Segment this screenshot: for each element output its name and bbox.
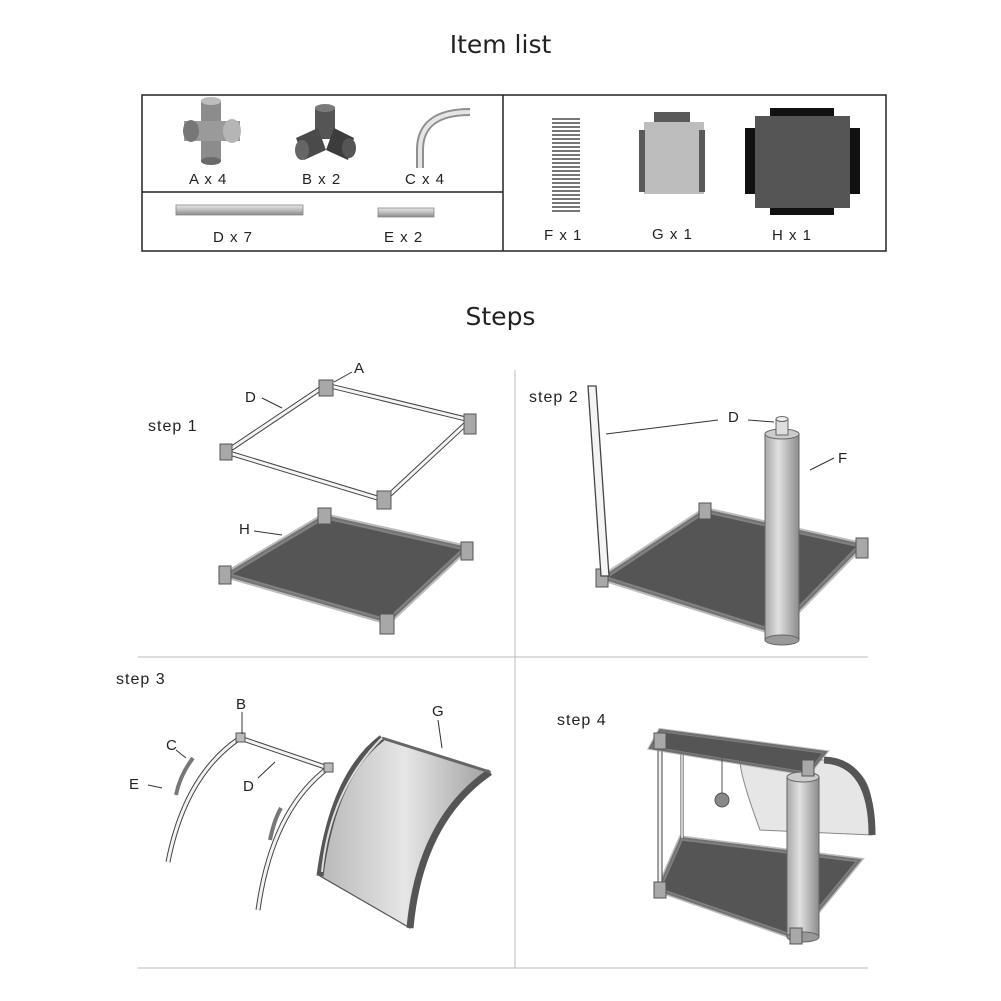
step-3-label: step 3 [116,671,166,688]
sisal-stripe [552,154,580,156]
step-3-illustration [165,732,492,929]
step-dividers [138,370,868,969]
tunnel-fabric-g-icon [639,112,705,194]
step-1-label: step 1 [148,418,198,435]
step-4-label: step 4 [557,712,607,729]
connector-b-icon [295,104,356,160]
scratching-post-f-icon [552,117,580,212]
sisal-stripe [552,158,580,160]
step-2-callout-f: F [838,450,848,467]
sisal-stripe [552,202,580,204]
item-label-a: A x 4 [189,171,228,188]
sisal-stripe [552,206,580,208]
step-1-leaders [253,371,353,536]
sisal-stripe [552,150,580,152]
item-label-g: G x 1 [652,226,693,243]
sisal-stripe [552,174,580,176]
step-2-callout-d: D [728,409,739,426]
item-label-h: H x 1 [772,227,813,244]
sisal-stripe [552,170,580,172]
sisal-stripe [552,126,580,128]
sisal-stripe [552,182,580,184]
step-1-illustration [217,379,477,635]
sisal-stripe [552,138,580,140]
step-3-callout-g: G [432,703,444,720]
step-1-callout-h: H [239,521,250,538]
sisal-stripe [552,210,580,212]
item-label-b: B x 2 [302,171,342,188]
sisal-stripe [552,142,580,144]
step-3-callout-c: C [166,737,177,754]
sisal-stripe [552,198,580,200]
item-label-c: C x 4 [405,171,446,188]
step-1-callout-d: D [245,389,256,406]
steps-heading: Steps [465,302,536,331]
step-3-callout-e: E [129,776,140,793]
sisal-stripe [552,166,580,168]
step-3-leaders [147,712,443,789]
step-3-callout-d: D [243,778,254,795]
item-list-box [141,94,887,252]
item-label-e: E x 2 [384,229,424,246]
curved-pipe-c-icon [416,108,471,168]
connector-a-icon [183,97,241,165]
sisal-stripe [552,146,580,148]
sisal-stripe [552,134,580,136]
sisal-stripe [552,190,580,192]
sisal-stripe [552,118,580,120]
hammock-pad-h-icon [745,108,860,215]
step-2-label: step 2 [529,389,579,406]
item-list-heading: Item list [449,30,552,59]
sisal-stripe [552,122,580,124]
step-3-callout-b: B [236,696,247,713]
step-2-leaders [605,419,835,471]
item-label-f: F x 1 [544,227,583,244]
step-2-illustration [587,385,869,646]
short-pipe-e-icon [377,207,435,218]
sisal-stripe [552,130,580,132]
sisal-stripe [552,194,580,196]
step-1-callout-a: A [354,360,365,377]
sisal-stripe [552,178,580,180]
long-pipe-d-icon [175,204,304,216]
step-4-illustration [646,727,876,945]
sisal-stripe [552,186,580,188]
sisal-stripe [552,162,580,164]
item-label-d: D x 7 [213,229,254,246]
